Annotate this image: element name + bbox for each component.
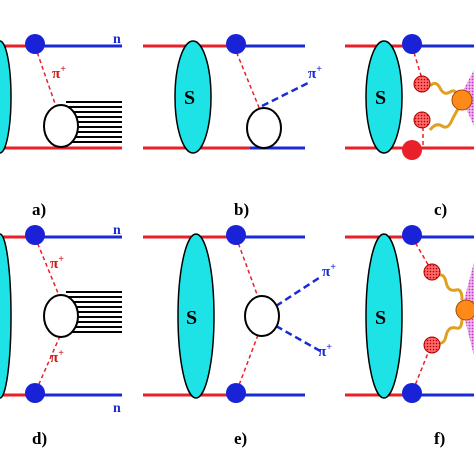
pion-label: π+ [308,64,322,82]
higgs-vertex [451,89,473,111]
higgs-vertex [455,299,474,321]
vertex-dot [402,34,422,54]
vertex-dot [402,140,422,160]
pion-exchange-line [34,236,61,299]
outgoing-pion-line [275,324,323,354]
vertex-dot [25,225,45,245]
gluon-line [435,273,464,301]
hadronic-blob [244,295,280,337]
panel-d: n n π+ π+ d) [0,223,122,448]
pion-exchange-line [233,45,261,111]
gluon-line [428,81,460,99]
pion-label: π+ [322,262,336,280]
pion-exchange-line [411,236,431,269]
panel-label-e: e) [234,429,247,448]
vertex-dot [25,383,45,403]
survival-label: S [375,87,386,109]
vertex-dot [402,383,422,403]
hadronic-blob [246,107,282,149]
vertex-dot [402,225,422,245]
pion-label: π+ [52,64,66,82]
hadronic-blob [43,294,79,338]
pion-exchange-line [235,334,259,394]
vertex-dot [226,383,246,403]
vertex-dot [226,225,246,245]
soft-survival-blob [365,233,403,399]
outgoing-pion-line [275,274,323,308]
pion-exchange-line [235,236,259,298]
hadronic-blob [43,104,79,148]
panel-a: n π+ a) [0,32,122,219]
outgoing-pion-line [261,80,311,108]
soft-survival-blob [365,40,403,154]
panel-c: S c) [345,34,474,219]
survival-label: S [375,307,386,329]
vertex-dot [25,34,45,54]
soft-survival-blob [174,40,212,154]
panel-label-d: d) [32,429,47,448]
gluon-line [428,105,462,131]
gluon-line [435,317,464,345]
vertex-dot [226,34,246,54]
soft-survival-blob [177,233,215,399]
pomeron-vertex [423,336,441,354]
pion-label: π+ [318,342,332,360]
pion-label: π+ [50,254,64,272]
panel-b: S π+ b) [143,34,322,219]
survival-label: S [184,87,195,109]
soft-survival-blob [0,40,12,154]
neutron-label: n [113,401,121,416]
survival-label: S [186,307,197,329]
pomeron-vertex [413,75,431,93]
pion-exchange-line [34,335,61,394]
neutron-label: n [113,32,121,47]
panel-e: S π+ π+ e) [143,225,336,448]
panel-label-c: c) [434,200,447,219]
pomeron-vertex [413,111,431,129]
panel-label-b: b) [234,200,249,219]
soft-survival-blob [0,233,12,399]
pomeron-vertex [423,263,441,281]
panel-label-a: a) [32,200,46,219]
panel-label-f: f) [434,429,445,448]
pion-exchange-line [411,347,431,394]
neutron-label: n [113,223,121,238]
pion-label: π+ [50,348,64,366]
panel-f: S f) [345,225,474,448]
